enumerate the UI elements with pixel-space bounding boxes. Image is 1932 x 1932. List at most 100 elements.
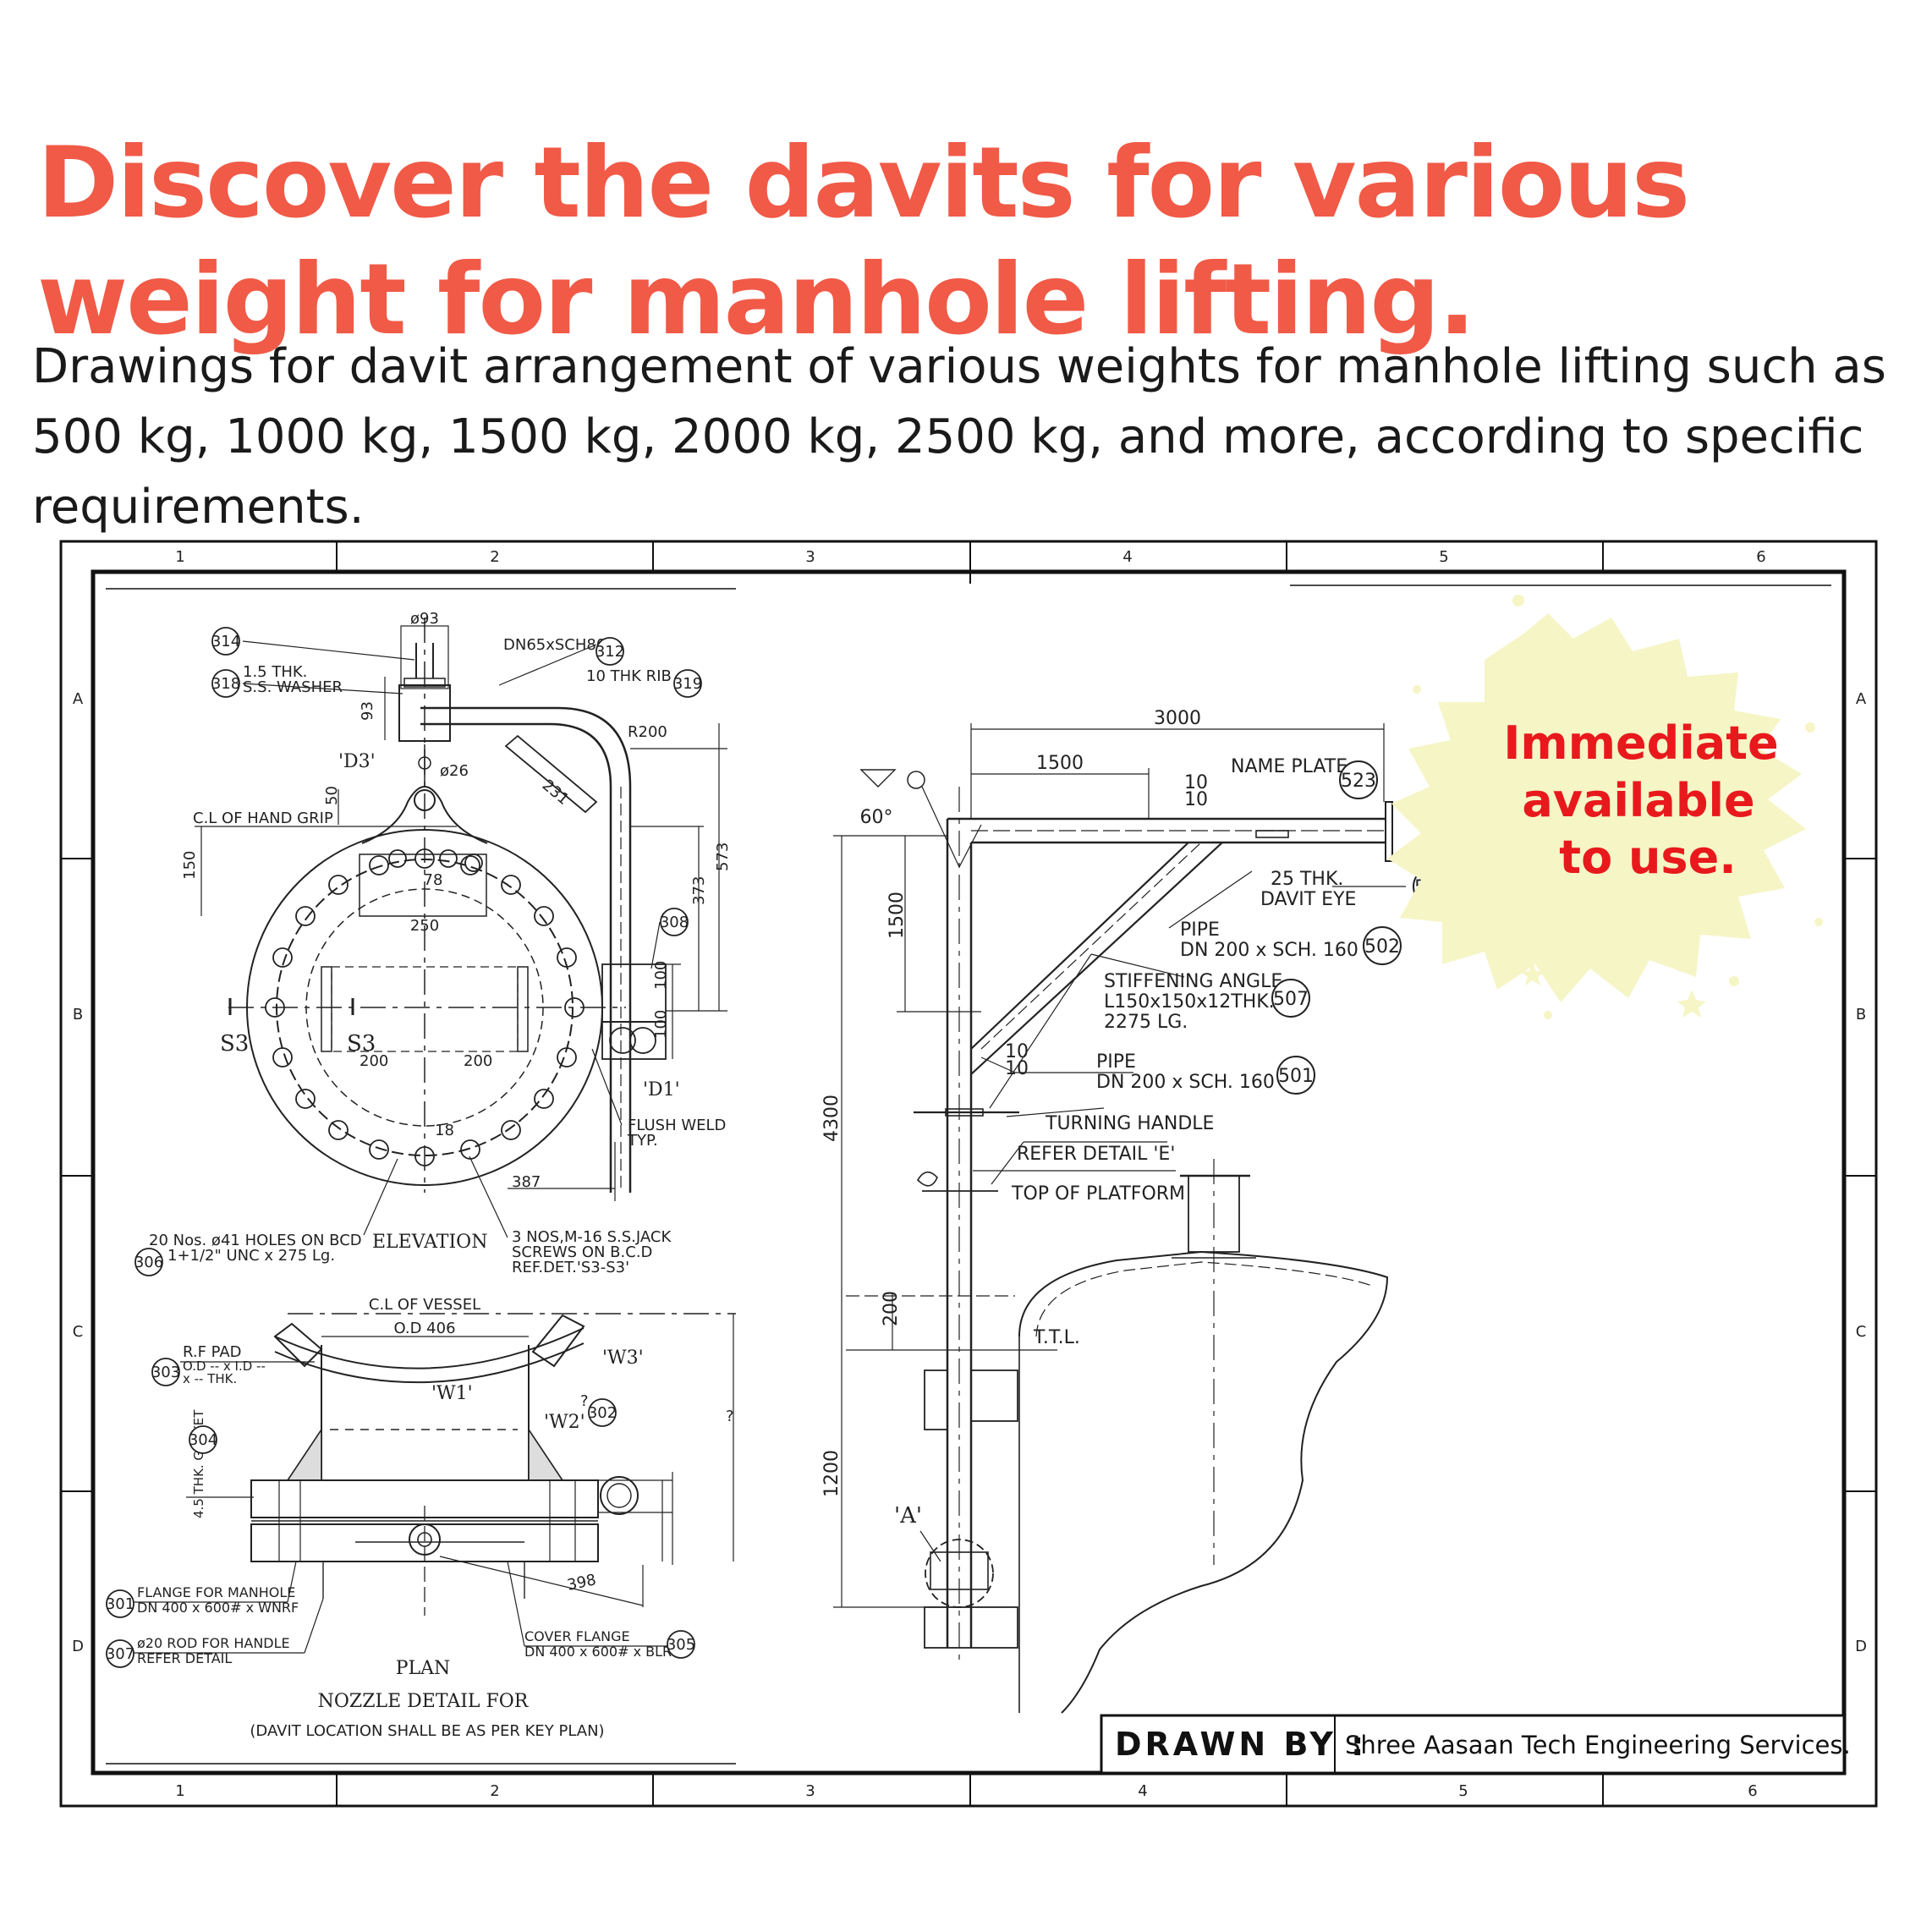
dim-250: 250: [410, 917, 439, 935]
row-label-d: D: [72, 1638, 84, 1655]
badge-line-2: available: [1522, 774, 1754, 827]
row-label-a: A: [73, 690, 84, 708]
column-label-2: 2: [490, 548, 499, 566]
dim-100-b: 100: [652, 1010, 670, 1039]
title-block: DRAWN BY : Shree Aasaan Tech Engineering…: [1100, 1714, 1851, 1775]
balloon-304: 304: [189, 1425, 217, 1454]
balloon-318: 318: [211, 669, 240, 698]
label-ttl: T.T.L.: [1033, 1327, 1080, 1348]
label-cover-flange: COVER FLANGE: [524, 1628, 630, 1644]
balloon-502: 502: [1363, 926, 1402, 965]
svg-text:304: 304: [189, 1431, 217, 1449]
dim-200-b: 200: [464, 1052, 492, 1070]
label-davit-eye: DAVIT EYE: [1260, 889, 1356, 910]
dim-398: 398: [566, 1571, 598, 1594]
label-washer-thk: 1.5 THK.: [243, 663, 307, 681]
svg-text:319: 319: [673, 675, 702, 693]
outer-frame: [59, 540, 1878, 1808]
label-cl-vessel: C.L OF VESSEL: [369, 1296, 480, 1314]
label-jack-bcd: SCREWS ON B.C.D: [512, 1243, 652, 1261]
svg-text:502: 502: [1364, 936, 1400, 958]
subtext: Drawings for davit arrangement of variou…: [32, 339, 1886, 535]
column-label-3-bottom: 3: [805, 1782, 815, 1800]
plan-title: PLAN: [396, 1658, 451, 1679]
label-name-plate: NAME PLATE: [1231, 756, 1347, 777]
balloon-307: 307: [106, 1639, 134, 1668]
column-label-5-bottom: 5: [1458, 1782, 1468, 1800]
dim-r200: R200: [628, 723, 667, 741]
label-pipe-post-size: DN 200 x SCH. 160: [1096, 1072, 1275, 1093]
svg-text:305: 305: [667, 1636, 695, 1654]
label-pipe-arm-size: DN 200 x SCH. 160: [1180, 940, 1358, 961]
svg-text:318: 318: [211, 675, 240, 693]
weld-10-d: 10: [1005, 1058, 1029, 1079]
label-60-degree: 60°: [860, 807, 893, 828]
label-stiffening-angle: STIFFENING ANGLE: [1104, 971, 1282, 992]
column-label-5: 5: [1439, 548, 1448, 566]
row-label-d-right: D: [1855, 1638, 1867, 1655]
column-label-6-bottom: 6: [1748, 1782, 1757, 1800]
row-label-c: C: [73, 1323, 84, 1341]
label-davit-eye-thk: 25 THK.: [1271, 869, 1343, 890]
svg-text:301: 301: [106, 1595, 134, 1613]
svg-text:306: 306: [134, 1254, 163, 1271]
label-rib: 10 THK RIB: [586, 667, 672, 685]
svg-text:308: 308: [660, 914, 689, 931]
dim-200: 200: [881, 1291, 902, 1326]
label-rod-refer: REFER DETAIL: [137, 1650, 232, 1666]
dim-387: 387: [512, 1173, 541, 1191]
label-q1: ?: [580, 1392, 589, 1410]
dim-1200: 1200: [821, 1450, 843, 1497]
dim-phi93: ø93: [410, 610, 439, 628]
column-label-3: 3: [805, 548, 815, 566]
plan-balloons: 303 304 302 301 307 305: [106, 1358, 695, 1668]
dim-200-a: 200: [360, 1052, 388, 1070]
dim-150: 150: [181, 851, 199, 880]
badge-line-3: to use.: [1559, 831, 1736, 884]
weld-10-a: 10: [1184, 772, 1208, 793]
weld-10-c: 10: [1005, 1041, 1029, 1062]
balloon-303: 303: [151, 1358, 180, 1386]
label-washer: S.S. WASHER: [243, 678, 343, 696]
balloon-301: 301: [106, 1589, 134, 1618]
column-label-1-bottom: 1: [175, 1782, 184, 1800]
svg-text:314: 314: [211, 633, 240, 650]
badge-burst: [1387, 613, 1806, 1002]
label-d3: 'D3': [338, 751, 376, 772]
label-pipe-post: PIPE: [1096, 1051, 1136, 1073]
svg-text:312: 312: [596, 643, 624, 661]
label-flush-weld: FLUSH WELD: [628, 1117, 726, 1134]
label-cl-hand-grip: C.L OF HAND GRIP: [193, 810, 333, 827]
svg-text:523: 523: [1341, 771, 1376, 792]
drawn-by-label: DRAWN BY :: [1115, 1726, 1367, 1763]
dim-78: 78: [424, 871, 443, 889]
engineering-drawing: 1 2 3 4 5 6 1 2 3 4 5 6 A B C D A B C D: [59, 540, 1878, 1808]
balloon-306: 306: [134, 1248, 163, 1276]
dim-phi26: ø26: [440, 762, 469, 780]
column-label-1: 1: [175, 548, 184, 566]
column-label-6: 6: [1756, 548, 1765, 566]
dim-1500-horizontal: 1500: [1036, 753, 1084, 774]
dim-231: 231: [539, 777, 573, 809]
dim-1500-vertical: 1500: [886, 892, 908, 939]
row-label-b: B: [73, 1006, 83, 1024]
balloon-314: 314: [211, 627, 240, 656]
dim-373: 373: [690, 876, 708, 905]
label-jack-ref: REF.DET.'S3-S3': [512, 1259, 629, 1276]
svg-text:302: 302: [588, 1404, 617, 1422]
dim-4300: 4300: [821, 1095, 843, 1142]
dim-93: 93: [359, 701, 376, 721]
label-flange-manhole: FLANGE FOR MANHOLE: [137, 1584, 295, 1600]
column-label-4-bottom: 4: [1138, 1782, 1147, 1800]
availability-badge: Immediate available to use.: [1387, 595, 1823, 1019]
label-top-of-platform: TOP OF PLATFORM: [1011, 1183, 1185, 1205]
elevation-title: ELEVATION: [372, 1232, 487, 1253]
label-stiffening-length: 2275 LG.: [1104, 1012, 1188, 1033]
elevation-balloons: 314 318 312 319 308 306: [134, 627, 702, 1276]
dim-100-a: 100: [652, 961, 670, 990]
label-w3: 'W3': [602, 1347, 644, 1369]
label-pipe-arm: PIPE: [1180, 919, 1220, 941]
row-label-c-right: C: [1856, 1323, 1867, 1341]
inner-frame: [91, 569, 1847, 1776]
plan-note: (DAVIT LOCATION SHALL BE AS PER KEY PLAN…: [250, 1722, 604, 1740]
